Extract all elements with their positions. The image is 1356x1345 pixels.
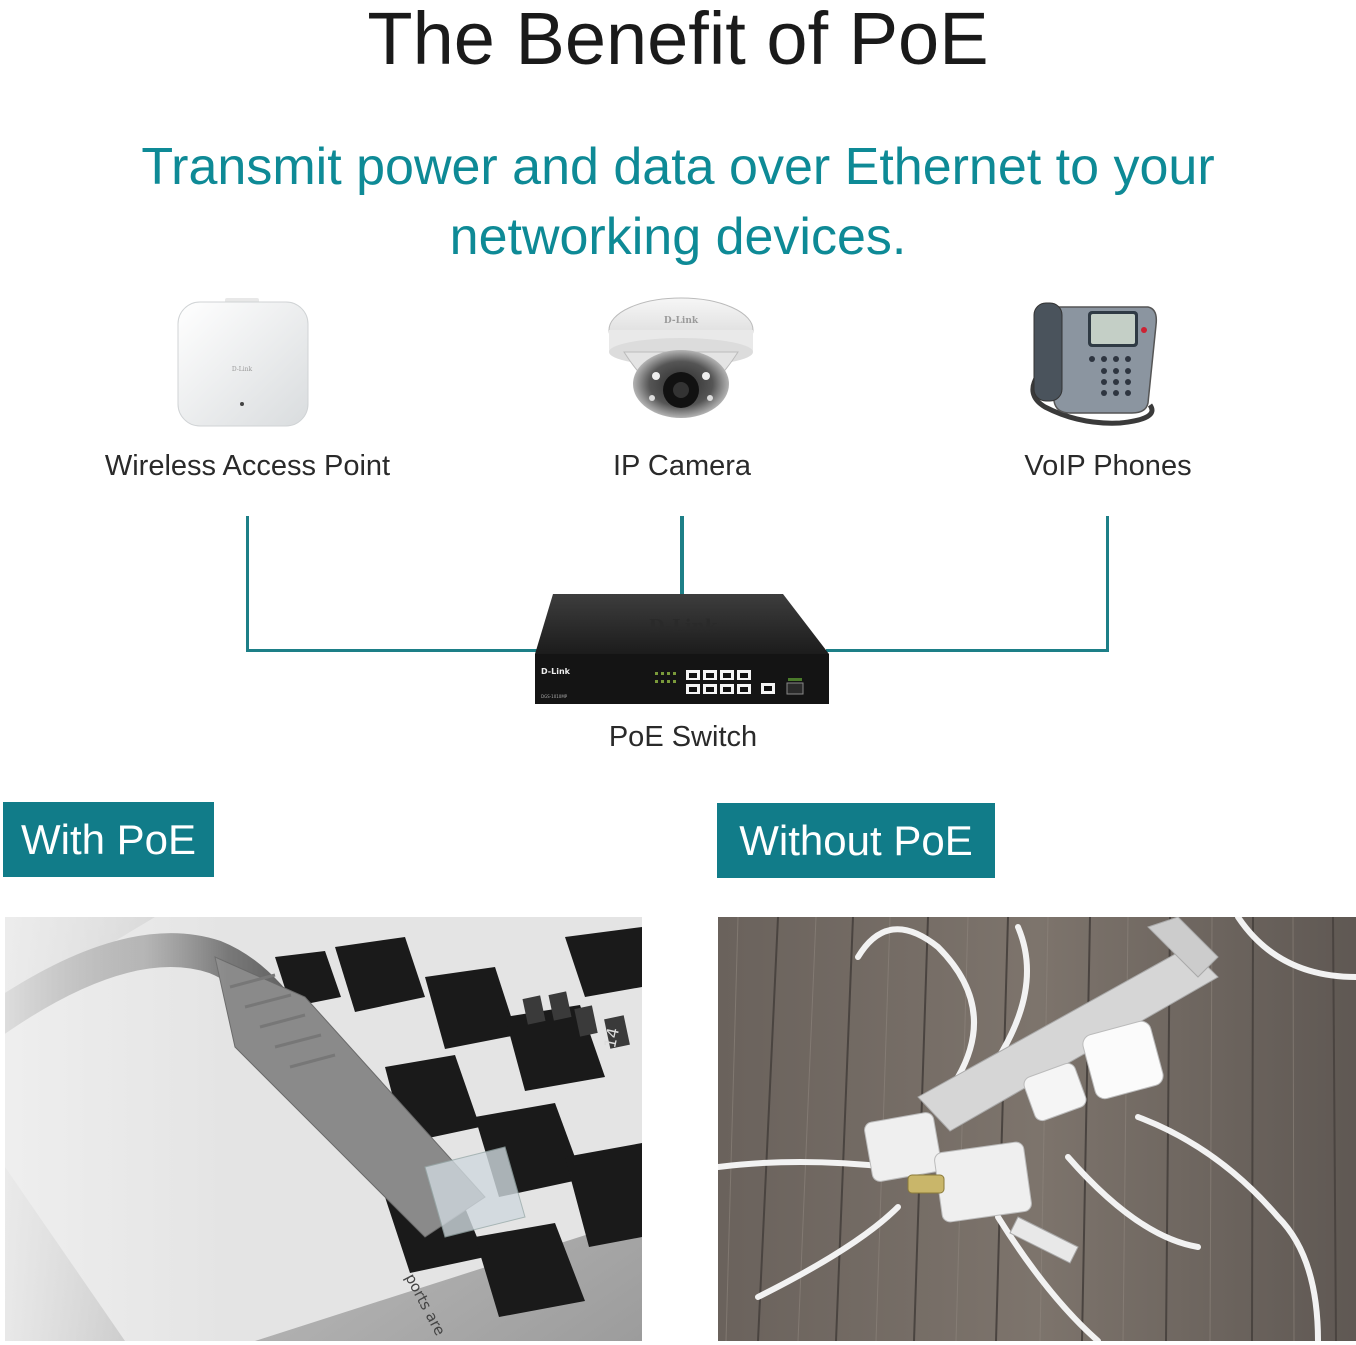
- ap-brand-text: D-Link: [232, 366, 253, 373]
- poe-switch-label: PoE Switch: [608, 721, 758, 753]
- ip-camera-label: IP Camera: [612, 450, 752, 482]
- ip-camera-image: D-Link: [604, 292, 759, 427]
- connector-center-vertical: [680, 516, 684, 596]
- connector-left-vertical: [246, 516, 249, 652]
- without-poe-photo: [718, 917, 1356, 1341]
- camera-brand-text: D-Link: [664, 316, 699, 326]
- switch-front-brand: D-Link: [541, 667, 571, 676]
- voip-phone-image: [1020, 295, 1165, 435]
- switch-model: DGS-1010MP: [541, 694, 568, 699]
- connector-right-vertical: [1106, 516, 1109, 652]
- access-point-label: Wireless Access Point: [104, 450, 391, 482]
- connector-right-horizontal: [826, 649, 1109, 652]
- connector-left-horizontal: [246, 649, 546, 652]
- switch-top-brand: D-Link: [649, 616, 718, 637]
- without-poe-badge: Without PoE: [717, 803, 995, 878]
- access-point-image: D-Link: [170, 296, 315, 431]
- page-subtitle: Transmit power and data over Ethernet to…: [141, 138, 1215, 266]
- with-poe-badge: With PoE: [3, 802, 214, 877]
- voip-phone-label: VoIP Phones: [1024, 450, 1192, 482]
- with-poe-photo: 14 ports are: [5, 917, 642, 1341]
- poe-switch-image: D-Link D-Link DGS-1010MP: [533, 592, 831, 706]
- page-title: The Benefit of PoE: [367, 0, 989, 80]
